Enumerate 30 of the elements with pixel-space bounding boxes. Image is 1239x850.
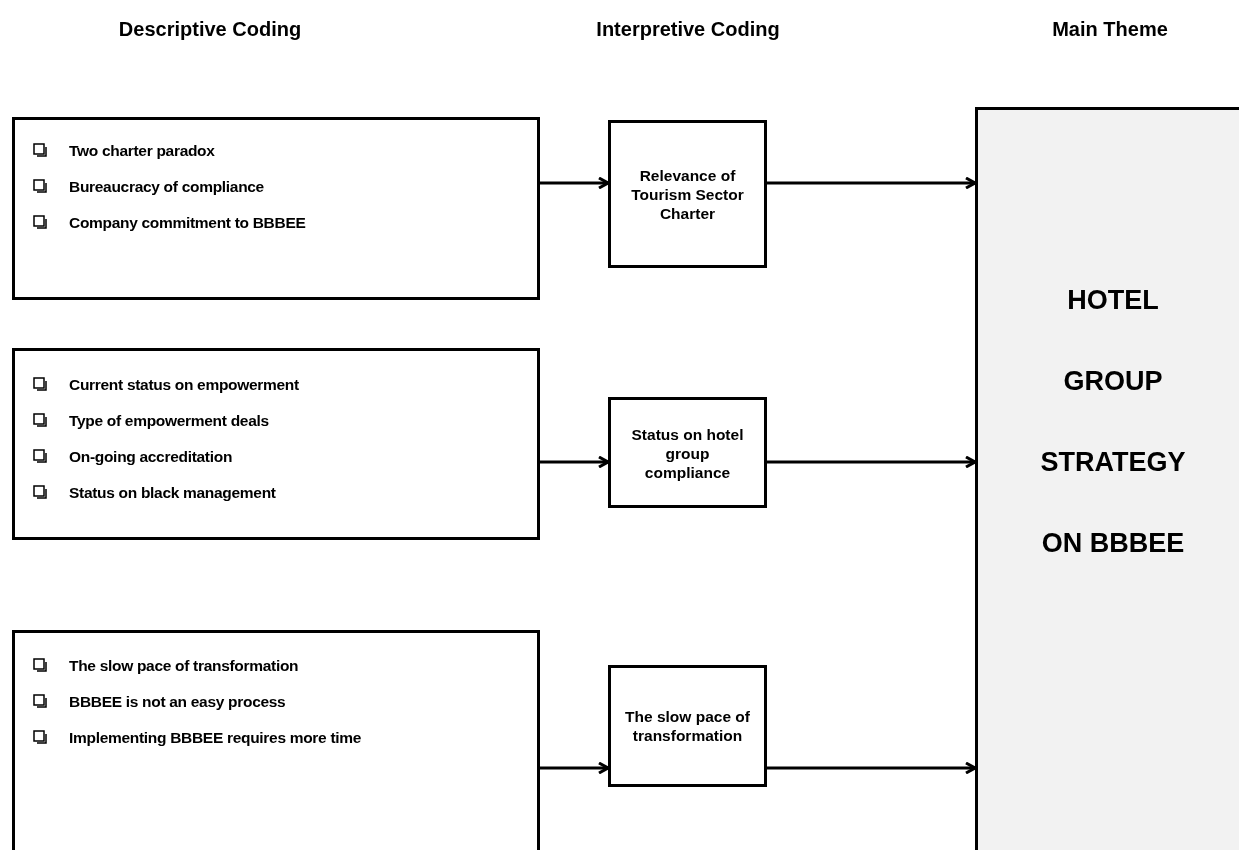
interpretive-code-box xyxy=(608,665,767,787)
list-item-text: Status on black management xyxy=(69,483,276,503)
list-item-text: Two charter paradox xyxy=(69,141,215,161)
interpretive-code-box xyxy=(608,397,767,508)
arrow xyxy=(767,455,977,469)
box-text: The slow pace of transformation xyxy=(624,707,751,745)
theme-text: HOTEL GROUP STRATEGY ON BBBEE xyxy=(1039,284,1187,560)
list-item-text: Implementing BBBEE requires more time xyxy=(69,728,363,748)
column-header: Main Theme xyxy=(1052,18,1168,41)
list-item-text: On-going accreditation xyxy=(69,447,233,467)
column-header: Descriptive Coding xyxy=(118,18,302,41)
interpretive-code-box xyxy=(608,120,767,268)
code-list-box xyxy=(12,348,540,540)
box-text: Status on hotel group compliance xyxy=(630,424,745,481)
list-item-text: Company commitment to BBBEE xyxy=(69,213,306,233)
arrow xyxy=(767,176,977,190)
list-item-text: Current status on empowerment xyxy=(69,375,299,395)
arrow xyxy=(767,761,977,775)
arrow xyxy=(540,455,610,469)
code-list-box xyxy=(12,117,540,300)
list-item-text: Bureaucracy of compliance xyxy=(69,177,264,197)
arrow xyxy=(540,761,610,775)
main-theme-panel xyxy=(975,107,1239,850)
list-item-text: Type of empowerment deals xyxy=(69,411,269,431)
code-list-box xyxy=(12,630,540,850)
list-item-text: The slow pace of transformation xyxy=(69,656,300,676)
box-text: Relevance of Tourism Sector Charter xyxy=(630,165,745,223)
list-item-text: BBBEE is not an easy process xyxy=(69,692,287,712)
arrow xyxy=(540,176,610,190)
column-header: Interpretive Coding xyxy=(596,18,780,41)
